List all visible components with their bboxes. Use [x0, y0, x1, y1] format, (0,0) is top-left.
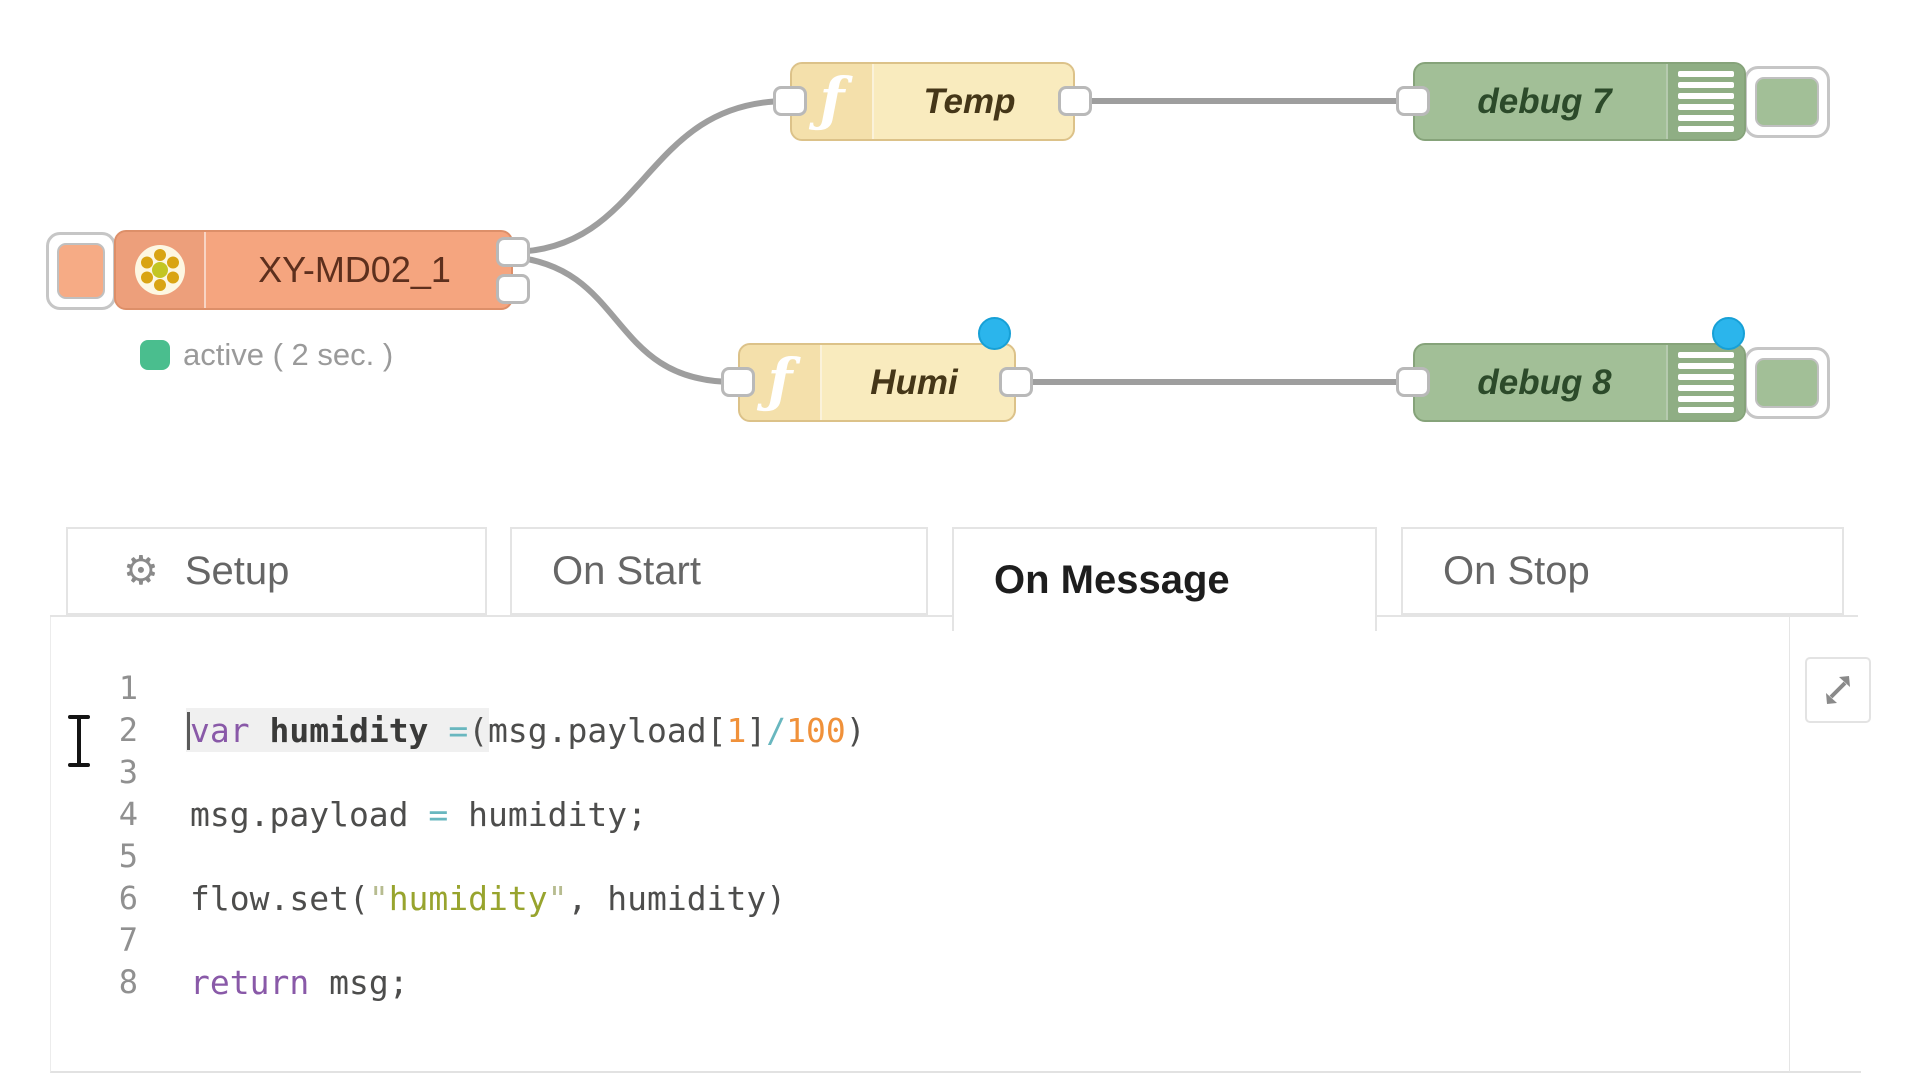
expand-icon: [1826, 676, 1850, 704]
debug-node-7-label: debug 7: [1477, 81, 1612, 121]
debug-messages-icon: [1666, 64, 1744, 139]
line-number: 2: [118, 711, 138, 749]
debug-messages-icon: [1666, 345, 1744, 420]
function-node-humi[interactable]: ƒ Humi: [738, 343, 1016, 422]
temp-input-port[interactable]: [773, 86, 807, 116]
humi-output-port[interactable]: [999, 367, 1033, 397]
debug8-toggle-button-inner: [1755, 358, 1819, 408]
code-text: flow.set("humidity", humidity): [190, 878, 787, 918]
function-node-humi-label: Humi: [870, 362, 958, 402]
editor-right-border: [1789, 617, 1790, 1072]
text-caret: [187, 712, 190, 750]
tab-on-start-label: On Start: [552, 548, 701, 593]
device-output-port-2[interactable]: [496, 274, 530, 304]
tab-on-stop-label: On Stop: [1443, 548, 1590, 593]
device-output-port-1[interactable]: [496, 237, 530, 267]
debug-node-8-label: debug 8: [1477, 362, 1612, 402]
function-node-temp-label: Temp: [923, 81, 1016, 121]
expand-editor-button[interactable]: [1805, 657, 1871, 723]
line-number: 4: [118, 795, 138, 833]
line-number: 5: [118, 837, 138, 875]
temp-output-port[interactable]: [1058, 86, 1092, 116]
code-editor-panel[interactable]: [50, 617, 1861, 1073]
humi-changed-dot: [978, 317, 1011, 350]
code-line[interactable]: 7: [50, 919, 1750, 961]
debug8-input-port[interactable]: [1396, 367, 1430, 397]
tab-on-stop[interactable]: On Stop: [1401, 527, 1844, 615]
code-text: return msg;: [190, 962, 409, 1002]
function-node-temp[interactable]: ƒ Temp: [790, 62, 1075, 141]
code-text: msg.payload = humidity;: [190, 794, 647, 834]
line-number: 7: [118, 921, 138, 959]
wire-device-to-humi[interactable]: [510, 254, 737, 385]
code-line[interactable]: 1: [50, 667, 1750, 709]
tab-on-start[interactable]: On Start: [510, 527, 928, 615]
code-editor[interactable]: 1 2 var humidity =(msg.payload[1]/100) 3 4 ms…: [50, 667, 1750, 1003]
debug8-changed-dot: [1712, 317, 1745, 350]
code-line[interactable]: 6 flow.set("humidity", humidity): [50, 877, 1750, 919]
device-node[interactable]: XY-MD02_1: [114, 230, 513, 310]
line-number: 8: [118, 963, 138, 1001]
tab-on-message[interactable]: On Message: [952, 527, 1377, 631]
debug-node-7[interactable]: debug 7: [1413, 62, 1746, 141]
modbus-flower-icon: [135, 245, 185, 295]
status-dot-icon: [140, 340, 170, 370]
device-icon-strip: [116, 232, 206, 308]
flow-wires: [510, 98, 1414, 385]
code-text: var humidity =(msg.payload[1]/100): [190, 710, 866, 750]
debug7-toggle-button-inner: [1755, 77, 1819, 127]
ibeam-cursor-icon: [68, 715, 90, 767]
device-node-label: XY-MD02_1: [258, 249, 451, 290]
debug8-toggle-button[interactable]: [1744, 347, 1830, 419]
code-line[interactable]: 4 msg.payload = humidity;: [50, 793, 1750, 835]
device-trigger-button[interactable]: [46, 232, 116, 310]
debug-node-8[interactable]: debug 8: [1413, 343, 1746, 422]
wire-device-to-temp[interactable]: [510, 98, 791, 255]
code-line[interactable]: 3: [50, 751, 1750, 793]
status-text: active ( 2 sec. ): [183, 337, 394, 372]
line-number: 1: [118, 669, 138, 707]
humi-input-port[interactable]: [721, 367, 755, 397]
debug7-input-port[interactable]: [1396, 86, 1430, 116]
device-trigger-button-inner: [57, 243, 105, 299]
code-line[interactable]: 5: [50, 835, 1750, 877]
tab-on-message-label: On Message: [994, 557, 1230, 602]
active-line-highlight: [186, 708, 489, 752]
line-number: 6: [118, 879, 138, 917]
gear-icon: ⚙: [123, 548, 159, 594]
debug7-toggle-button[interactable]: [1744, 66, 1830, 138]
tab-setup[interactable]: ⚙ Setup: [66, 527, 487, 615]
code-line[interactable]: 2 var humidity =(msg.payload[1]/100): [50, 709, 1750, 751]
line-number: 3: [118, 753, 138, 791]
code-line[interactable]: 8 return msg;: [50, 961, 1750, 1003]
device-status: active ( 2 sec. ): [140, 337, 393, 373]
tab-setup-label: Setup: [184, 548, 290, 593]
